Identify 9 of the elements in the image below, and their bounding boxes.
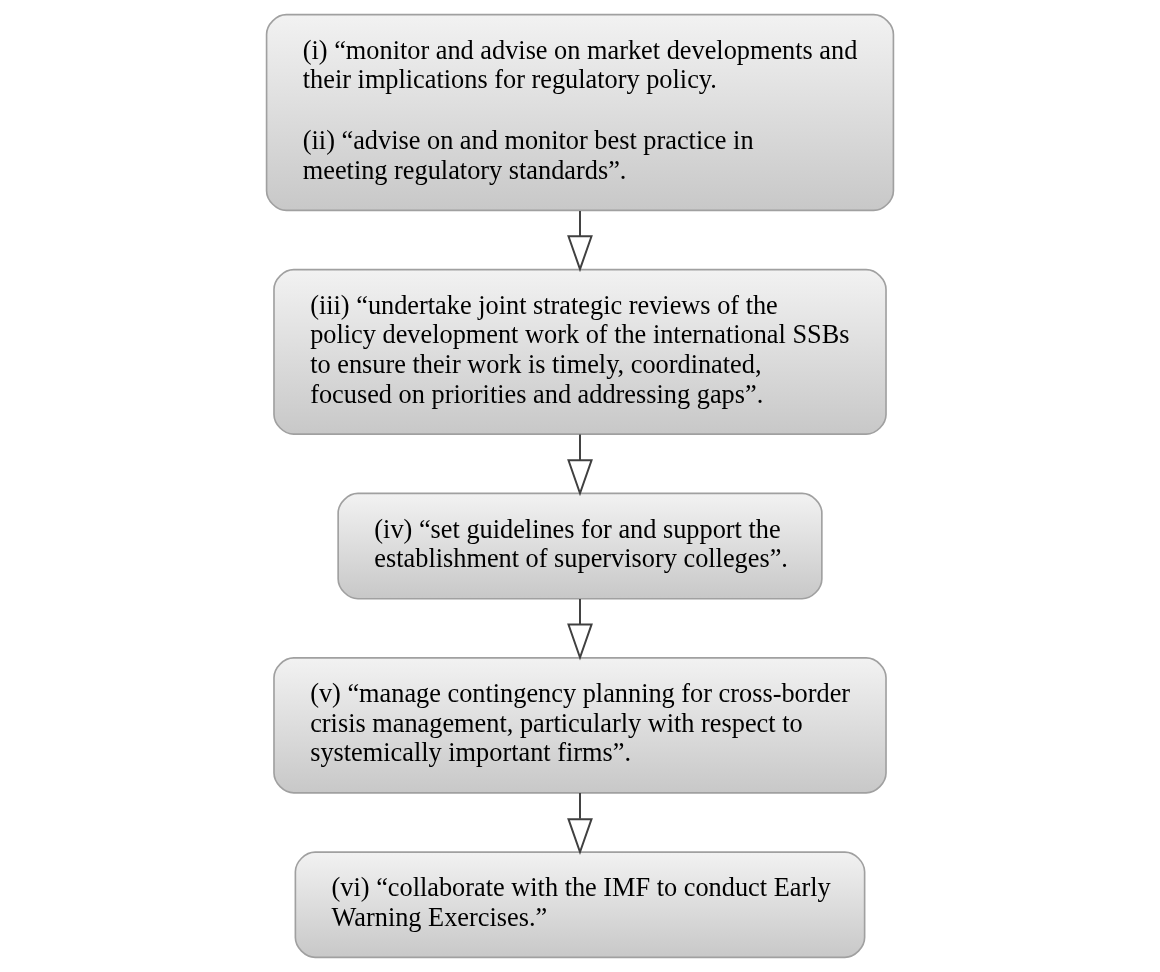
arrow bbox=[567, 598, 593, 661]
node-box: (v) “manage contingency planning for cross-border crisis management, particularly with respect to systemically important firms”. bbox=[273, 657, 887, 794]
arrow bbox=[567, 433, 593, 497]
node-box: (iv) “set guidelines for and support the establishment of supervisory colleges”. bbox=[337, 492, 823, 600]
arrow bbox=[567, 209, 593, 273]
arrow bbox=[567, 792, 593, 856]
node-box: (iii) “undertake joint strategic reviews of the policy development work of the international SSBs to ensure their work is timely, coordinated, focused on priorities and addressing gaps”. bbox=[273, 268, 887, 435]
node-box: (vi) “collaborate with the IMF to conduct Early Warning Exercises.” bbox=[294, 851, 866, 959]
node-box: (i) “monitor and advise on market developments and their implications for regulatory policy. (ii) “advise on and monitor best practice in meeting regulatory standards”. bbox=[265, 13, 895, 212]
